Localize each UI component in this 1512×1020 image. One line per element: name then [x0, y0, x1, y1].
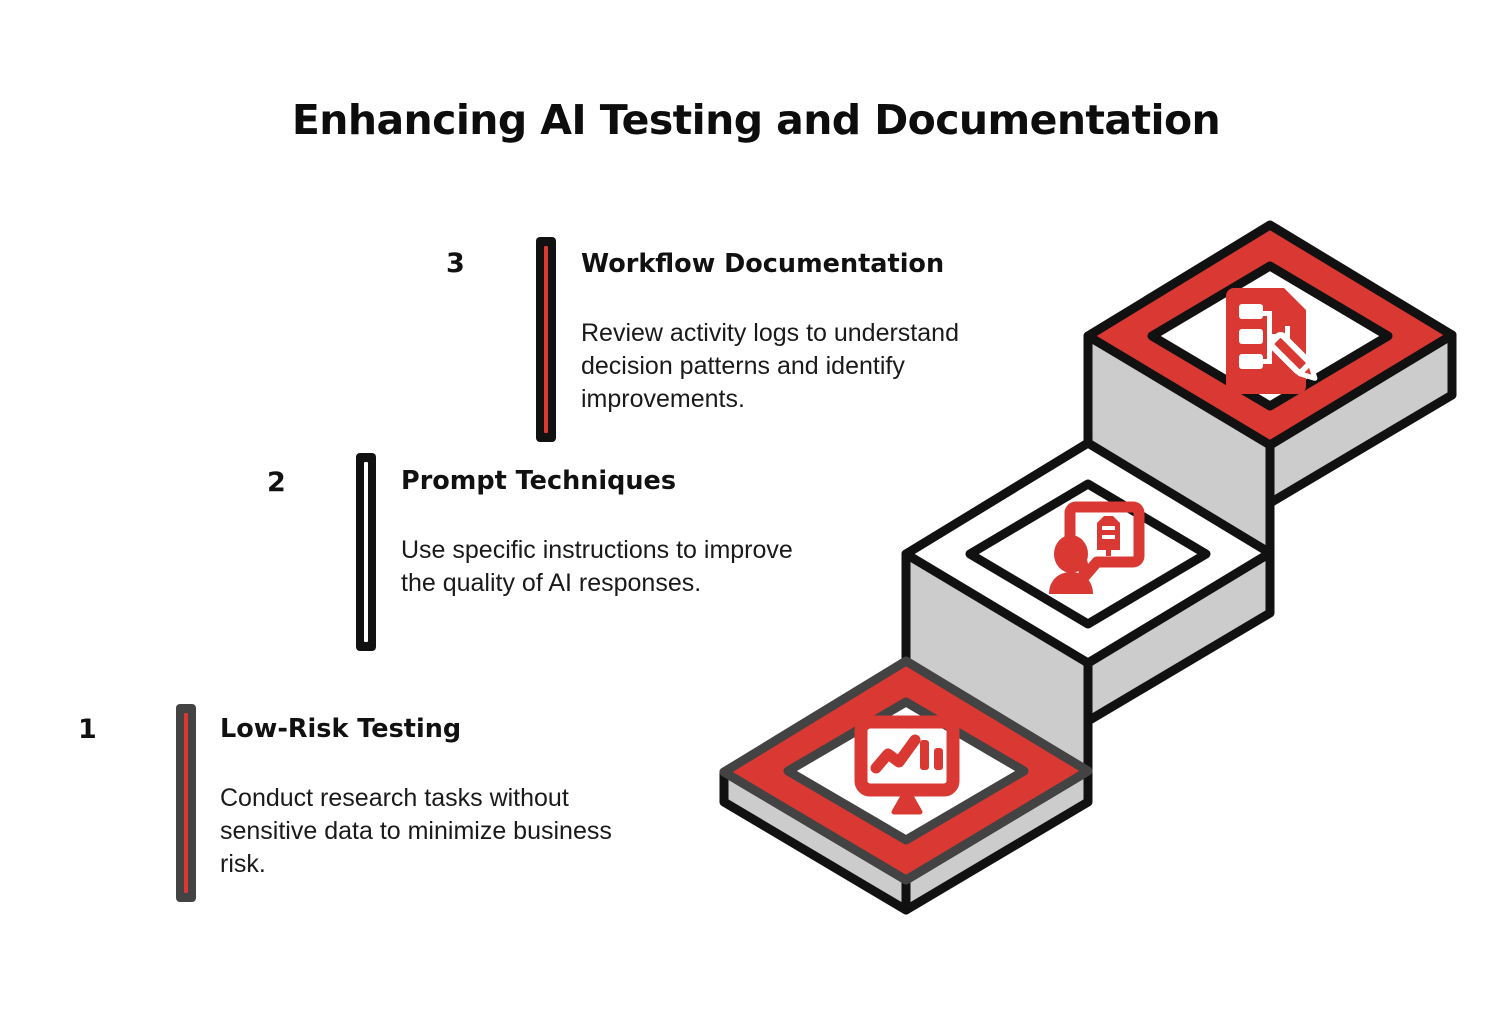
- step-1-top-face: [719, 656, 1093, 885]
- step-2-top-face: [901, 438, 1275, 668]
- step-1-right-face: [901, 766, 1093, 915]
- page-title: Enhancing AI Testing and Documentation: [291, 96, 1221, 144]
- stair-step-3: [1083, 220, 1457, 558]
- step-3-accent-bar: [536, 237, 556, 442]
- step-2-inner-diamond: [965, 479, 1211, 629]
- step-1-accent-bar-inner: [184, 713, 188, 893]
- step-1-front-face: [719, 767, 911, 915]
- step-3-right-face: [1265, 330, 1457, 508]
- step-2-heading: Prompt Techniques: [401, 466, 677, 496]
- step-3-accent-bar-inner: [544, 246, 548, 433]
- step-3-heading: Workflow Documentation: [581, 249, 945, 279]
- step-3-front-face: [1083, 331, 1275, 558]
- step-3-body: Review activity logs to understand decis…: [581, 319, 959, 413]
- step-2-accent-bar: [356, 453, 376, 651]
- step-1-accent-bar: [176, 704, 196, 902]
- person-speech-bubble-icon: [1049, 501, 1145, 594]
- step-2-body: Use specific instructions to improve the…: [401, 536, 793, 597]
- step-2-right-face: [1083, 548, 1275, 726]
- step-1-inner-diamond: [783, 697, 1029, 845]
- stair-step-1: [719, 656, 1093, 915]
- step-1-number: 1: [78, 714, 97, 745]
- step-2-front-face: [901, 549, 1093, 776]
- monitor-chart-icon: [854, 715, 960, 815]
- step-1-heading: Low-Risk Testing: [220, 714, 462, 744]
- step-3-number: 3: [446, 248, 465, 279]
- step-2-number: 2: [267, 467, 286, 498]
- step-3-top-face: [1083, 220, 1457, 450]
- step-2-accent-bar-inner: [364, 462, 368, 642]
- step-1-body: Conduct research tasks without sensitive…: [220, 784, 612, 878]
- document-pencil-icon: [1226, 288, 1318, 394]
- step-3-inner-diamond: [1147, 261, 1393, 411]
- stair-step-2: [901, 438, 1275, 776]
